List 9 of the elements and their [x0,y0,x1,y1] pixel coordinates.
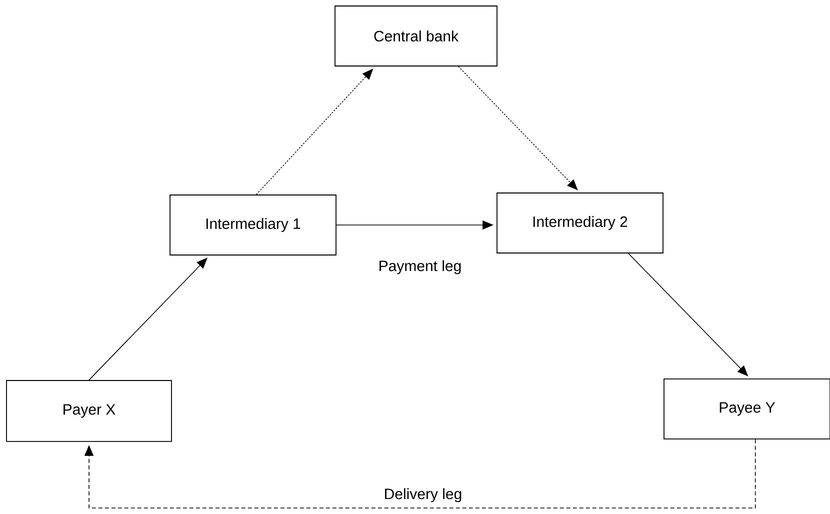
arrow [84,439,756,508]
box: Central bank [334,6,498,66]
box: Intermediary 2 [496,192,664,254]
box: Payer X [6,380,172,442]
box: Intermediary 1 [170,194,336,256]
arrow [458,66,578,190]
edge-label: Delivery leg [382,486,464,504]
box: Payee Y [664,378,830,440]
edge-label: Payment leg [376,258,464,276]
